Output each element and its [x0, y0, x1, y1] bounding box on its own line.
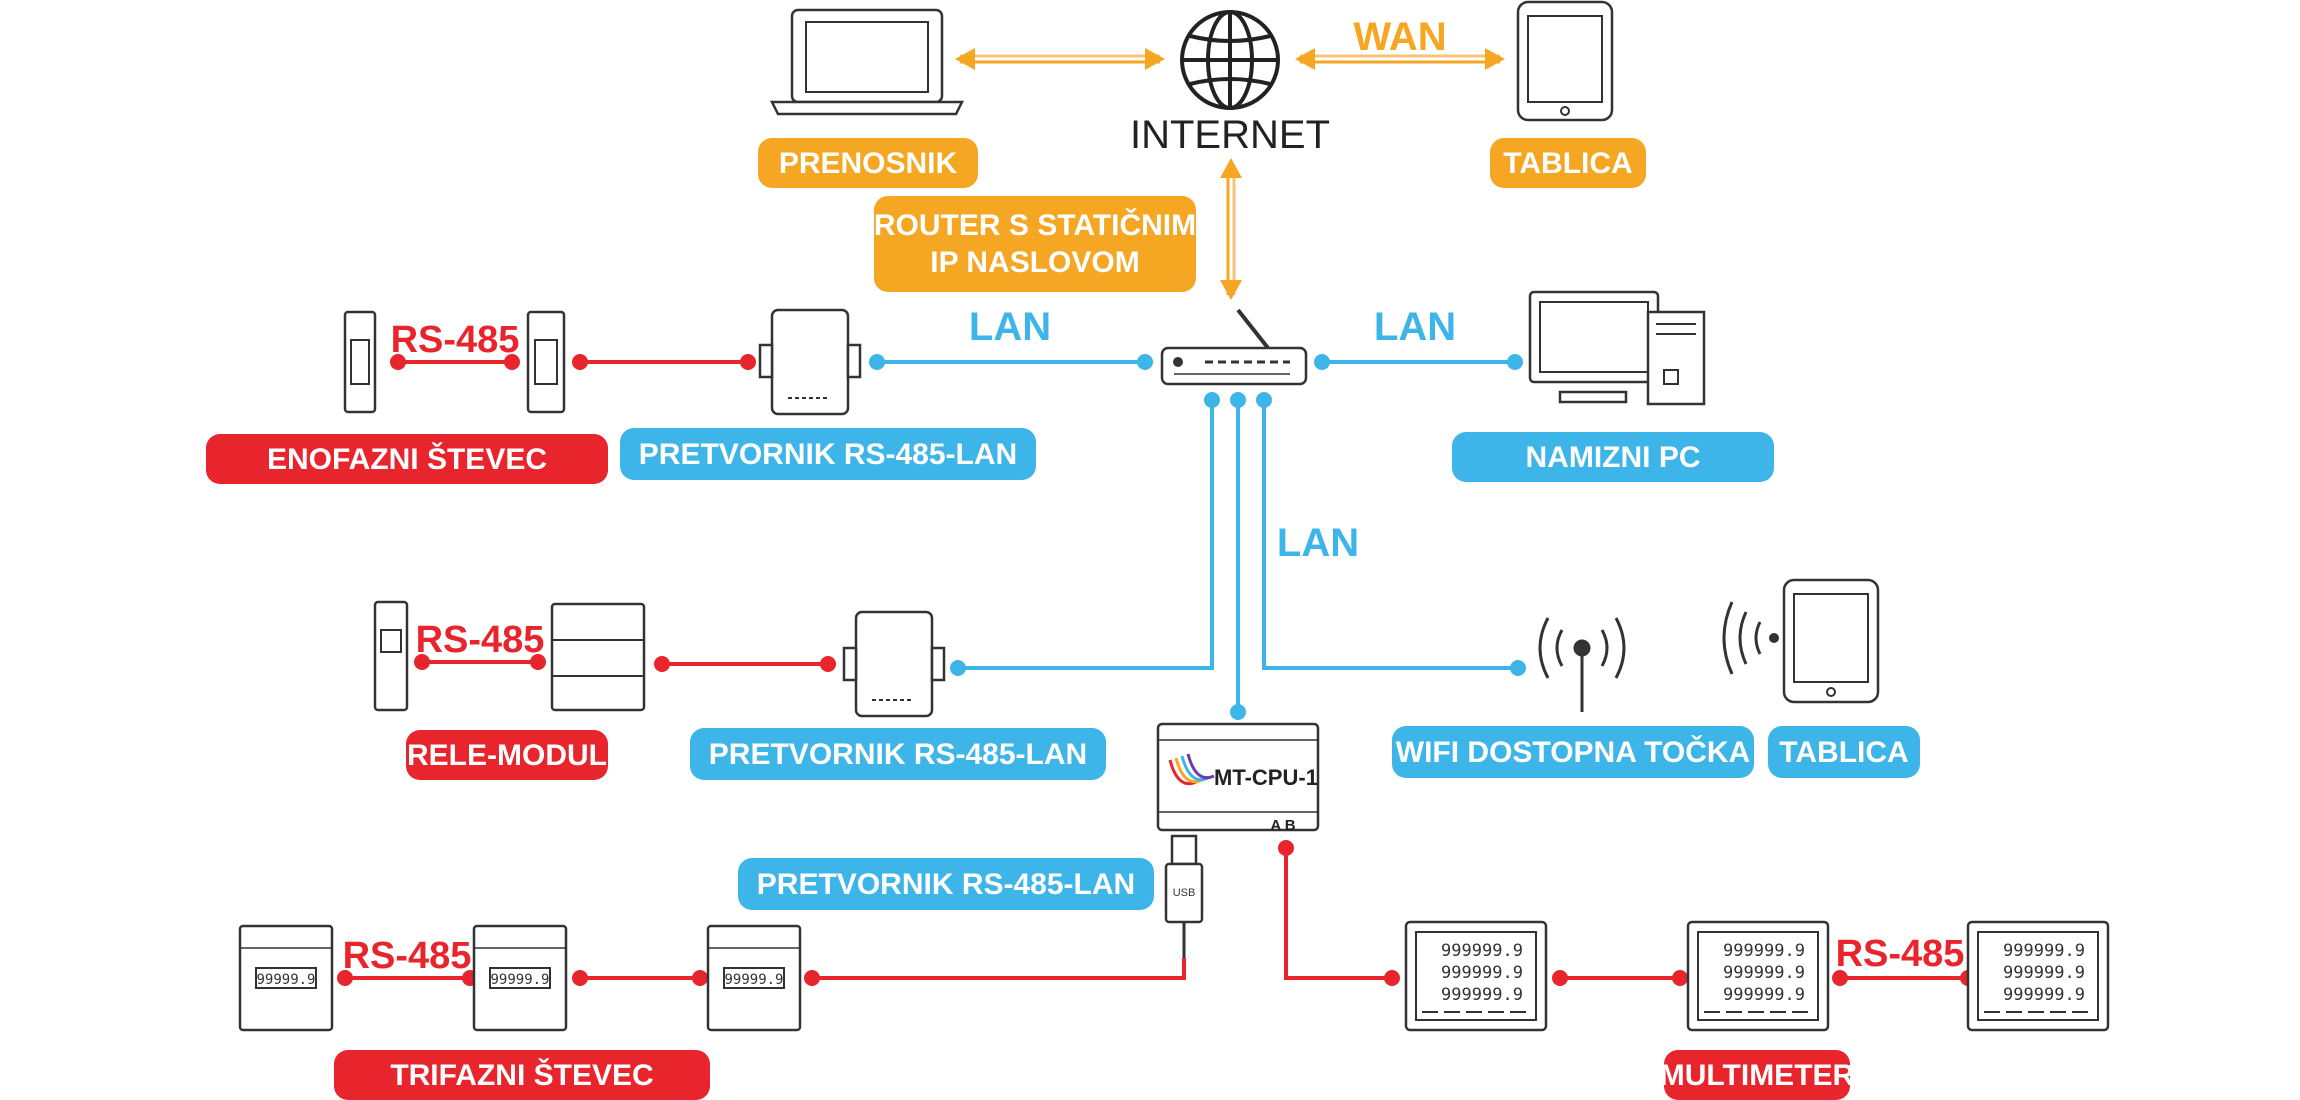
multimeter-1-line-2: 999999.9 [1441, 963, 1523, 983]
label-trifazni: TRIFAZNI ŠTEVEC [334, 1050, 710, 1100]
converter-icon [842, 610, 946, 718]
label-pretvornik-2-text: PRETVORNIK RS-485-LAN [709, 738, 1087, 771]
label-wifi: WIFI DOSTOPNA TOČKA [1392, 726, 1754, 778]
label-router-line-2: IP NASLOVOM [930, 246, 1139, 279]
rs485-links [345, 360, 1968, 980]
meter-display-3: 99999.9 [724, 972, 783, 988]
meter-display-2: 99999.9 [490, 972, 549, 988]
lan-link-dots [869, 354, 1526, 720]
lan-label-center: LAN [1277, 521, 1359, 565]
label-prenosnik: PRENOSNIK [758, 138, 978, 188]
rs485-label-top: RS-485 [391, 319, 520, 361]
relay-module-icon [373, 600, 646, 712]
label-rele-text: RELE-MODUL [407, 739, 607, 772]
rs485-label-bottom-right: RS-485 [1836, 933, 1965, 975]
multimeter-3-line-3: 999999.9 [2003, 985, 2085, 1005]
multimeter-1-line-3: 999999.9 [1441, 985, 1523, 1005]
cpu-ab-label: A B [1270, 817, 1295, 834]
label-namizni: NAMIZNI PC [1452, 432, 1774, 482]
label-pretvornik-1-text: PRETVORNIK RS-485-LAN [639, 438, 1017, 471]
lan-label-left: LAN [969, 305, 1051, 349]
label-pretvornik-1: PRETVORNIK RS-485-LAN [620, 428, 1036, 480]
usb-connector-icon [1164, 834, 1204, 958]
label-multimeter-text: MULTIMETER [1660, 1059, 1855, 1092]
cpu-module-label: MT-CPU-1 [1214, 765, 1318, 790]
label-wifi-text: WIFI DOSTOPNA TOČKA [1396, 735, 1750, 769]
label-rele: RELE-MODUL [406, 730, 608, 780]
globe-icon [1180, 10, 1280, 110]
label-pretvornik-3-text: PRETVORNIK RS-485-LAN [757, 868, 1135, 901]
rs485-label-bottom-left: RS-485 [343, 935, 472, 977]
label-multimeter: MULTIMETER [1660, 1050, 1855, 1100]
multimeter-2-line-2: 999999.9 [1723, 963, 1805, 983]
router-icon [1160, 308, 1308, 386]
label-tablica-mid: TABLICA [1768, 726, 1920, 778]
label-namizni-text: NAMIZNI PC [1526, 441, 1701, 474]
label-tablica-mid-text: TABLICA [1779, 736, 1908, 769]
multimeter-1-line-1: 999999.9 [1441, 941, 1523, 961]
label-pretvornik-2: PRETVORNIK RS-485-LAN [690, 728, 1106, 780]
rs485-label-mid: RS-485 [416, 619, 545, 661]
lan-label-right: LAN [1374, 305, 1456, 349]
multimeter-3-line-1: 999999.9 [2003, 941, 2085, 961]
label-enofazni: ENOFAZNI ŠTEVEC [206, 434, 608, 484]
multimeter-3-line-2: 999999.9 [2003, 963, 2085, 983]
label-router-line-1: ROUTER S STATIČNIM [874, 208, 1196, 242]
tablet-icon [1722, 578, 1880, 704]
multimeter-icon [1404, 920, 2110, 1032]
multimeter-2-line-1: 999999.9 [1723, 941, 1805, 961]
label-tablica-top: TABLICA [1490, 138, 1646, 188]
cpu-module [1156, 722, 1320, 832]
orange-arrowheads [955, 48, 1505, 300]
three-phase-meter-icon [238, 924, 802, 1032]
meter-display-1: 99999.9 [256, 972, 315, 988]
converter-icon [758, 308, 862, 416]
wifi-access-point-icon [1538, 617, 1626, 712]
label-pretvornik-3: PRETVORNIK RS-485-LAN [738, 858, 1154, 910]
multimeter-2-line-3: 999999.9 [1723, 985, 1805, 1005]
single-phase-meter-icon [343, 310, 566, 414]
laptop-icon [769, 8, 965, 116]
label-prenosnik-text: PRENOSNIK [779, 147, 958, 180]
wan-label: WAN [1353, 15, 1446, 59]
label-router: ROUTER S STATIČNIM IP NASLOVOM [874, 196, 1196, 292]
label-tablica-top-text: TABLICA [1503, 147, 1632, 180]
internet-label: INTERNET [1130, 113, 1330, 157]
tablet-icon [1516, 0, 1614, 122]
label-enofazni-text: ENOFAZNI ŠTEVEC [267, 442, 547, 476]
usb-label: USB [1173, 887, 1196, 899]
multimeter-readouts: 999999.9 999999.9 999999.9 999999.9 9999… [1441, 941, 2085, 1005]
orange-links [960, 54, 1500, 295]
lan-links [877, 360, 1518, 712]
desktop-pc-icon [1528, 290, 1706, 406]
label-trifazni-text: TRIFAZNI ŠTEVEC [390, 1058, 653, 1092]
